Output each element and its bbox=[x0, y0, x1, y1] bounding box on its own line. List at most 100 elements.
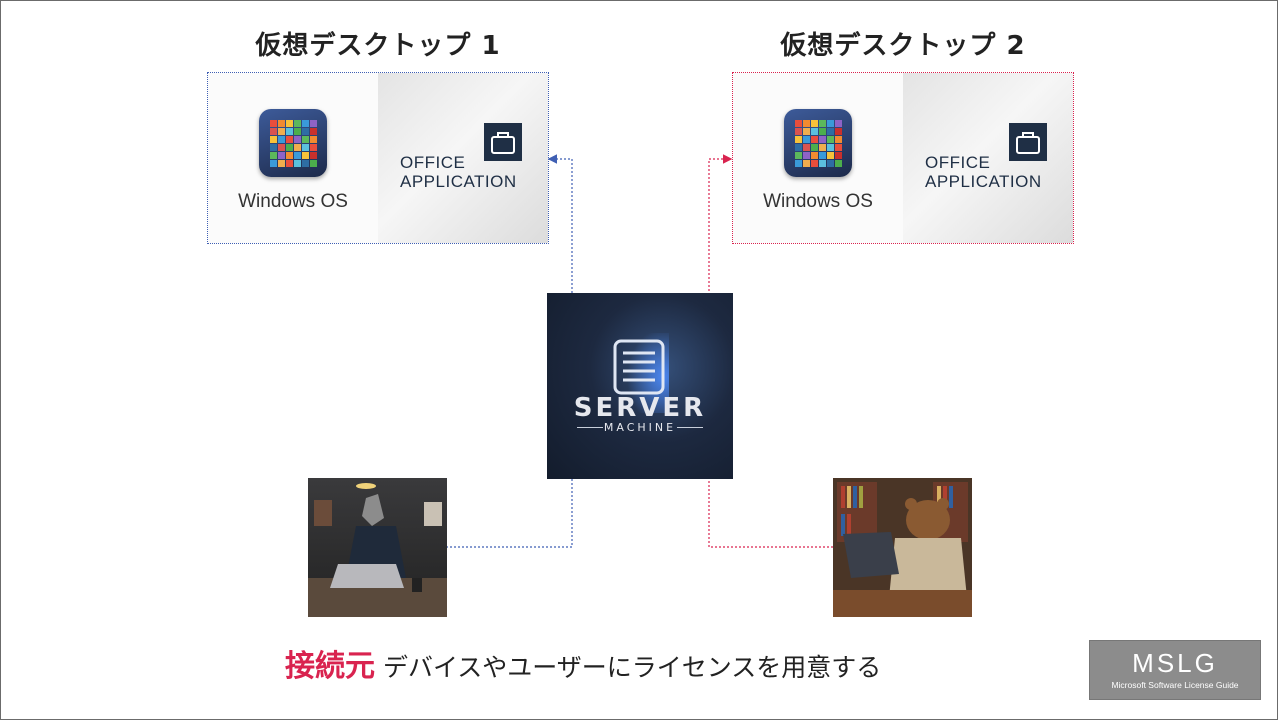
tile bbox=[309, 135, 317, 143]
tile bbox=[810, 127, 818, 135]
tile bbox=[802, 127, 810, 135]
tile bbox=[309, 119, 317, 127]
tile bbox=[810, 151, 818, 159]
tile-grid-icon bbox=[259, 109, 327, 177]
caption-text: デバイスやユーザーにライセンスを用意する bbox=[383, 653, 882, 682]
tile bbox=[277, 143, 285, 151]
tile bbox=[285, 119, 293, 127]
tile bbox=[818, 135, 826, 143]
tile bbox=[269, 119, 277, 127]
client-photo-bear bbox=[833, 478, 972, 617]
os-panel: Windows OS bbox=[733, 73, 903, 243]
tile bbox=[826, 151, 834, 159]
desktop-2-title: 仮想デスクトップ 2 bbox=[780, 31, 1026, 61]
app-label-line1: OFFICE bbox=[925, 153, 991, 172]
virtual-desktop-2: Windows OS OFFICE APPLICATION bbox=[732, 72, 1074, 244]
tile bbox=[818, 119, 826, 127]
machine-word: MACHINE bbox=[603, 421, 677, 434]
machine-rule-left bbox=[577, 427, 603, 428]
virtual-desktop-1: Windows OS OFFICE APPLICATION bbox=[207, 72, 549, 244]
server-machine-card: SERVER MACHINE bbox=[547, 293, 733, 479]
tile bbox=[277, 151, 285, 159]
tile bbox=[802, 143, 810, 151]
tile bbox=[802, 119, 810, 127]
tile bbox=[834, 127, 842, 135]
app-label-line2: APPLICATION bbox=[400, 172, 517, 191]
tile bbox=[802, 151, 810, 159]
tile bbox=[309, 143, 317, 151]
logo-subtitle: Microsoft Software License Guide bbox=[1111, 680, 1239, 690]
tile bbox=[301, 135, 309, 143]
os-label: Windows OS bbox=[763, 191, 873, 212]
tile bbox=[818, 159, 826, 167]
tile bbox=[826, 135, 834, 143]
tile bbox=[826, 143, 834, 151]
briefcase-icon bbox=[484, 123, 522, 161]
tile bbox=[810, 143, 818, 151]
tile bbox=[810, 119, 818, 127]
app-label-line2: APPLICATION bbox=[925, 172, 1042, 191]
caption-accent: 接続元 bbox=[285, 649, 375, 684]
desktop-1-title: 仮想デスクトップ 1 bbox=[255, 31, 501, 61]
tile-grid-icon bbox=[784, 109, 852, 177]
tile bbox=[309, 127, 317, 135]
tile bbox=[277, 159, 285, 167]
tile bbox=[301, 151, 309, 159]
machine-rule-right bbox=[677, 427, 703, 428]
tile bbox=[285, 159, 293, 167]
tile bbox=[269, 135, 277, 143]
tile bbox=[269, 127, 277, 135]
app-label: OFFICE APPLICATION bbox=[925, 153, 1042, 191]
tile bbox=[826, 159, 834, 167]
logo-title: MSLG bbox=[1132, 648, 1218, 678]
app-panel: OFFICE APPLICATION bbox=[378, 73, 548, 243]
tile bbox=[269, 143, 277, 151]
tile bbox=[293, 127, 301, 135]
tile bbox=[802, 159, 810, 167]
server-rack-icon bbox=[609, 333, 669, 413]
tile bbox=[293, 143, 301, 151]
tile bbox=[810, 135, 818, 143]
tile bbox=[277, 127, 285, 135]
tile bbox=[277, 119, 285, 127]
tile bbox=[285, 143, 293, 151]
tile bbox=[301, 127, 309, 135]
briefcase-icon bbox=[1009, 123, 1047, 161]
tile bbox=[826, 127, 834, 135]
tile bbox=[818, 143, 826, 151]
tile bbox=[285, 135, 293, 143]
tile bbox=[794, 135, 802, 143]
tile bbox=[826, 119, 834, 127]
mslg-logo: MSLG Microsoft Software License Guide bbox=[1089, 640, 1261, 700]
os-panel: Windows OS bbox=[208, 73, 378, 243]
tile bbox=[269, 159, 277, 167]
tile bbox=[309, 159, 317, 167]
app-label-line1: OFFICE bbox=[400, 153, 466, 172]
tile bbox=[834, 135, 842, 143]
tile bbox=[269, 151, 277, 159]
tile bbox=[810, 159, 818, 167]
tile bbox=[301, 119, 309, 127]
tile bbox=[301, 159, 309, 167]
tile bbox=[293, 135, 301, 143]
tile bbox=[834, 143, 842, 151]
tile bbox=[277, 135, 285, 143]
tile bbox=[794, 119, 802, 127]
tile bbox=[293, 151, 301, 159]
tile bbox=[818, 127, 826, 135]
app-label: OFFICE APPLICATION bbox=[400, 153, 517, 191]
tile bbox=[834, 151, 842, 159]
tile bbox=[301, 143, 309, 151]
tile bbox=[285, 151, 293, 159]
tile bbox=[834, 119, 842, 127]
tile bbox=[285, 127, 293, 135]
client-photo-wolf bbox=[308, 478, 447, 617]
server-word: SERVER bbox=[573, 393, 707, 423]
tile bbox=[802, 135, 810, 143]
tile bbox=[834, 159, 842, 167]
tile bbox=[309, 151, 317, 159]
tile bbox=[794, 127, 802, 135]
os-label: Windows OS bbox=[238, 191, 348, 212]
tile bbox=[293, 119, 301, 127]
